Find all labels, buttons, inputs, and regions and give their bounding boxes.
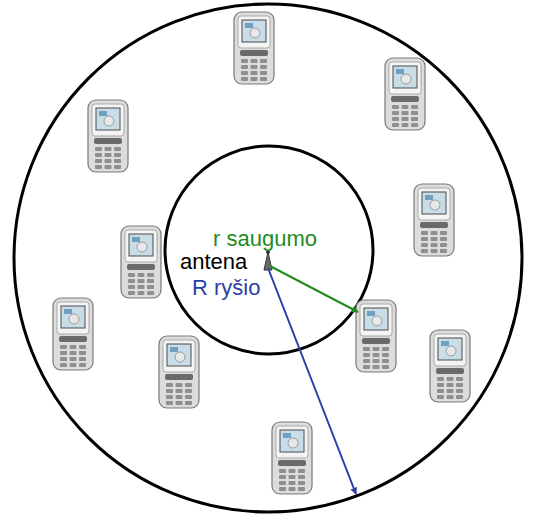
radius-label: R ryšio: [192, 276, 260, 300]
mobile-phone: [272, 422, 312, 494]
mobile-phone: [430, 330, 470, 402]
mobile-phone: [88, 100, 128, 172]
range-radius-arrow: [268, 268, 356, 494]
mobile-phone: [53, 298, 93, 370]
antenna-label: antena: [180, 250, 247, 274]
range-circle: [14, 4, 522, 512]
safety-circle: [165, 146, 373, 354]
mobile-phone: [385, 58, 425, 130]
mobile-phone: [121, 226, 161, 298]
mobile-phone: [414, 184, 454, 256]
mobile-phone: [159, 336, 199, 408]
mobile-phone: [356, 300, 396, 372]
mobile-phone: [234, 12, 274, 84]
radius-label: r saugumo: [213, 227, 317, 251]
